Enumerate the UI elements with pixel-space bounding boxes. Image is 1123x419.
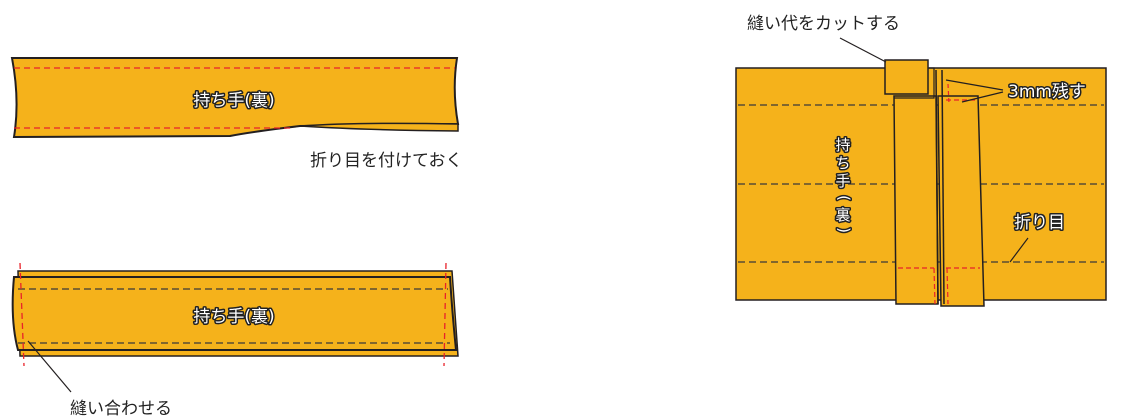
step3-vlabel-char-6: ) xyxy=(835,227,853,233)
step3-vlabel-char-2: ち xyxy=(835,154,850,172)
step3-vertical-label: 持 ち 手 ( 裏 ) xyxy=(834,135,855,235)
step2-sew-note: 縫い合わせる xyxy=(70,399,172,419)
step3-vlabel-char-5: 裏 xyxy=(835,206,850,224)
step3-fold-note: 折り目 xyxy=(1014,213,1065,233)
step3-vlabel-char-3: 手 xyxy=(835,172,850,190)
step3-leave-note: 3mm残す xyxy=(1008,82,1086,102)
step1-strip-label: 持ち手(裏) xyxy=(193,90,274,111)
step2-leader-line xyxy=(27,340,72,393)
step3-strip: 持 ち 手 ( 裏 ) 折り目 xyxy=(735,59,1107,307)
step2-strip-label: 持ち手(裏) xyxy=(193,306,274,327)
step3-cut-note: 縫い代をカットする xyxy=(747,14,900,34)
step3-vlabel-char-4: ( xyxy=(835,195,853,201)
step2-strip: 持ち手(裏) xyxy=(11,262,459,367)
step3-vlabel-char-1: 持 xyxy=(835,136,850,154)
step3-cut-leader xyxy=(839,37,887,63)
step1-crease-note: 折り目を付けておく xyxy=(310,151,463,171)
step1-strip: 持ち手(裏) xyxy=(10,57,460,139)
step3-leave-callout: 3mm残す xyxy=(945,79,1087,104)
